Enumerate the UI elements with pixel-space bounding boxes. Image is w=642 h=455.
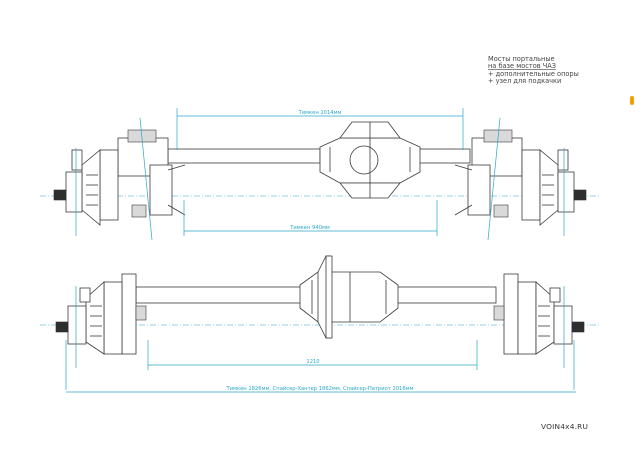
bottom-left-hub xyxy=(55,273,147,390)
title-line-3: + дополнительные опоры xyxy=(488,69,579,78)
bottom-right-tube xyxy=(383,286,497,304)
bottom-right-hub xyxy=(493,273,585,390)
bottom-differential xyxy=(299,255,399,339)
top-differential xyxy=(319,121,421,199)
accent-mark xyxy=(630,96,634,105)
bottom-total-dimension-label: Тимкен 1826мм, Спайсер-Хантер 1862мм, Сп… xyxy=(226,385,414,392)
bottom-axle: 1210 Тимкен 1826мм, Спайсер-Хантер 1862м… xyxy=(40,255,600,393)
bottom-inner-dimension-label: 1210 xyxy=(306,359,319,365)
title-line-1: Мосты портальные xyxy=(488,55,555,63)
title-line-2: на базе мостов ЧАЗ xyxy=(488,62,556,71)
top-left-tube xyxy=(167,148,321,164)
bottom-inner-dimension: 1210 xyxy=(147,340,478,370)
top-lower-dimension: Тимкен 940мм xyxy=(183,200,438,236)
top-upper-dimension-label: Тимкен 1014мм xyxy=(298,110,342,116)
bottom-total-dimension: Тимкен 1826мм, Спайсер-Хантер 1862мм, Сп… xyxy=(66,385,576,393)
bottom-left-tube xyxy=(135,286,305,304)
top-lower-dimension-label: Тимкен 940мм xyxy=(289,225,330,231)
title-line-4: + узел для подкачки xyxy=(488,77,562,86)
top-right-hub xyxy=(454,117,587,241)
watermark: VOIN4x4.RU xyxy=(541,422,589,431)
top-upper-dimension: Тимкен 1014мм xyxy=(176,108,464,150)
top-left-hub xyxy=(53,117,186,241)
title-block: Мосты портальные на базе мостов ЧАЗ + до… xyxy=(488,55,598,86)
top-axle: Тимкен 1014мм Тимкен 940мм xyxy=(40,108,600,241)
